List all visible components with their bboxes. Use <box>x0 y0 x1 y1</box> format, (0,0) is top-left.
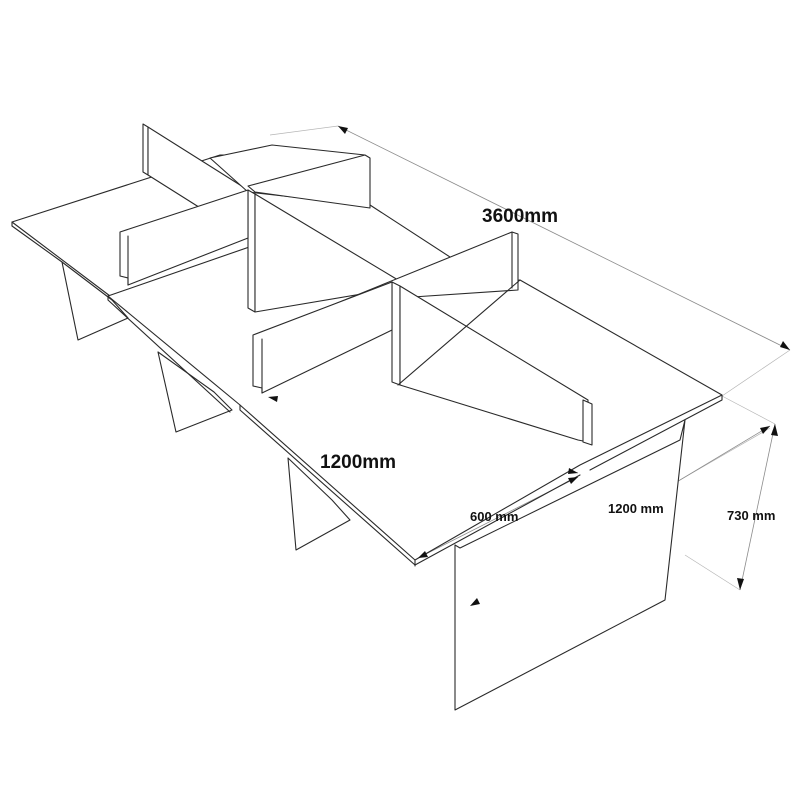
arrow-730-bottom <box>737 578 744 590</box>
label-730: 730 mm <box>727 508 775 523</box>
arrow-3600-start <box>338 126 348 134</box>
arrow-1200-desk-start <box>268 396 278 402</box>
arrow-600-start <box>418 551 428 558</box>
table-legs <box>61 261 686 711</box>
dimension-labels: 3600mm 1200mm 600 mm 1200 mm 730 mm <box>320 206 775 524</box>
arrow-1200-desk-end <box>568 468 578 474</box>
arrowheads <box>268 126 790 606</box>
arrow-1200-table-end <box>760 426 770 434</box>
arrow-3600-end <box>780 341 790 350</box>
divider-screens <box>119 123 593 446</box>
label-1200-desk: 1200mm <box>320 452 396 473</box>
arrow-730-top <box>771 424 778 436</box>
label-600: 600 mm <box>470 509 518 524</box>
partition-left-long <box>142 123 149 176</box>
arrow-1200-table-start <box>470 598 480 606</box>
partition-front-long <box>391 281 401 386</box>
arrow-600-end <box>568 477 578 484</box>
label-3600: 3600mm <box>482 206 558 227</box>
leg-middle <box>157 351 233 433</box>
label-1200-table: 1200 mm <box>608 501 664 516</box>
leg-front <box>287 457 351 551</box>
partition-middle-long <box>247 189 256 313</box>
